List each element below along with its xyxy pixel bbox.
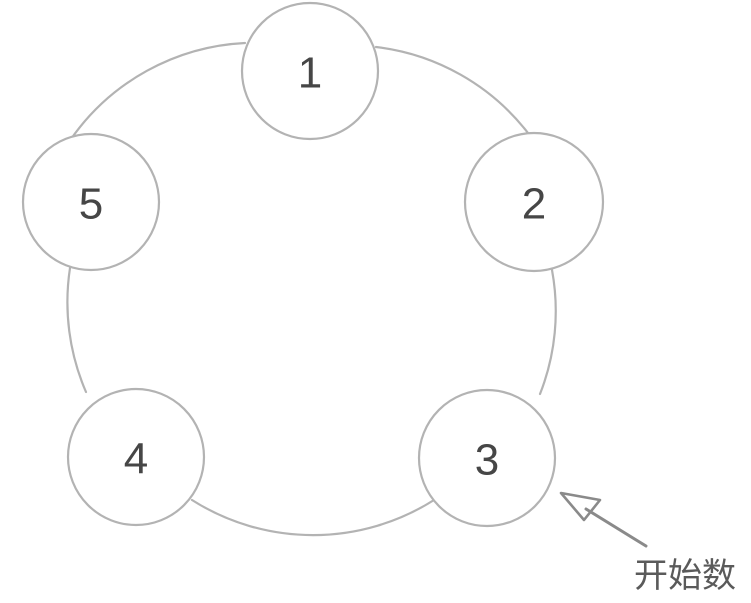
node-1[interactable]: 1 [240, 1, 380, 141]
edge-4-5 [66, 266, 88, 394]
edge-1-2 [374, 45, 530, 135]
node-1-label: 1 [298, 49, 322, 98]
node-1-circle[interactable] [240, 1, 380, 141]
node-3[interactable]: 3 [417, 388, 557, 528]
annotation-label: 开始数 [634, 556, 736, 596]
node-4-circle[interactable] [66, 387, 206, 527]
edge-3-4 [190, 498, 436, 537]
annotation-arrow-shaft [584, 507, 648, 548]
node-2[interactable]: 2 [463, 131, 605, 273]
node-4[interactable]: 4 [66, 387, 206, 527]
annotation-arrow-head-icon [559, 491, 602, 522]
node-5-circle[interactable] [21, 132, 161, 272]
edge-5-1 [69, 41, 247, 141]
ring-edges [66, 41, 557, 537]
node-5[interactable]: 5 [21, 132, 161, 272]
node-5-label: 5 [79, 180, 103, 229]
start-annotation: 开始数 [559, 491, 736, 596]
node-2-label: 2 [522, 180, 546, 229]
edge-2-3 [538, 268, 557, 396]
node-3-circle[interactable] [417, 388, 557, 528]
node-4-label: 4 [124, 435, 148, 484]
node-3-label: 3 [475, 436, 499, 485]
node-2-circle[interactable] [463, 131, 605, 273]
